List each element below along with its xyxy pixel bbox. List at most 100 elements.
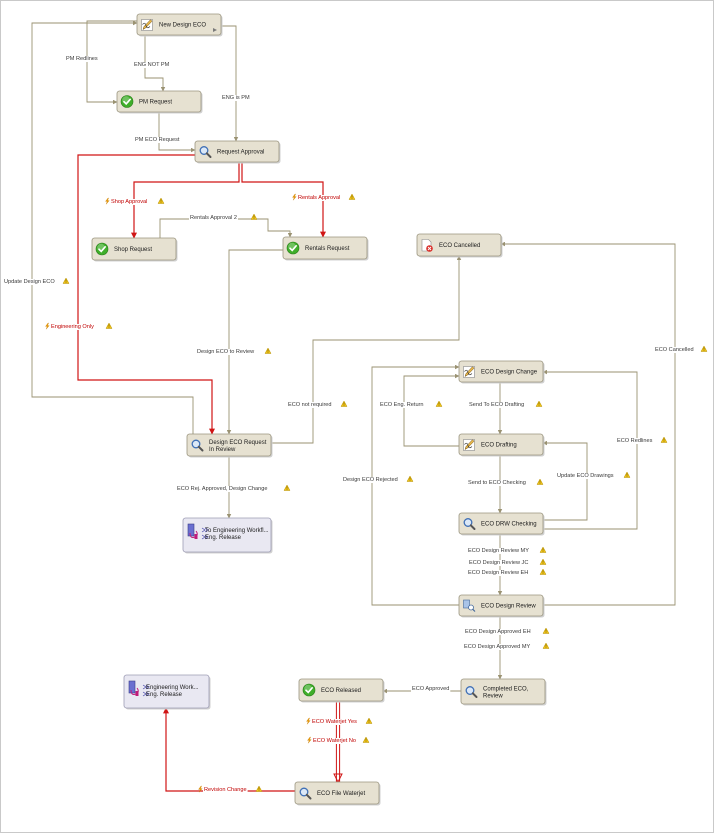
node-eco-design-change[interactable]: ECO Design Change — [458, 360, 545, 384]
edge-label-engineering-only[interactable]: Engineering Only — [45, 322, 113, 330]
edge-label-eco-not-required[interactable]: ECO not required — [287, 400, 348, 408]
magnifier-icon — [191, 439, 204, 452]
edge-label-eco-design-review-my[interactable]: ECO Design Review MY — [467, 546, 547, 554]
edge-design-eco-to-review[interactable] — [226, 249, 283, 435]
node-eco-cancelled[interactable]: ECO Cancelled — [416, 233, 503, 258]
edge-eco-redlines[interactable] — [542, 369, 638, 530]
edge-label-text: ECO Redlines — [617, 438, 653, 444]
edge-label-design-eco-to-review[interactable]: Design ECO to Review — [196, 347, 272, 355]
edge-label-shop-approval[interactable]: Shop Approval — [105, 197, 165, 205]
node-box — [282, 236, 368, 260]
node-request-approval[interactable]: Request Approval — [194, 140, 281, 164]
edge-label-bg — [311, 719, 359, 725]
edge-shop-approval[interactable] — [131, 162, 240, 239]
node-eng-workflow-ref-2[interactable]: Engineering Work...Eng. Release — [123, 674, 211, 710]
edge-revision-change[interactable] — [163, 707, 295, 792]
node-rentals-request[interactable]: Rentals Request — [282, 236, 369, 261]
node-label-line2: Review — [483, 694, 503, 700]
edge-label-design-eco-rejected[interactable]: Design ECO Rejected — [342, 475, 414, 483]
edge-label-eco-cancelled-edge[interactable]: ECO Cancelled — [654, 345, 708, 353]
edge-eco-cancelled-edge[interactable] — [459, 241, 676, 606]
pen-icon — [141, 19, 153, 31]
node-pm-request[interactable]: PM Request — [116, 90, 203, 114]
node-label: ECO Design Review — [481, 604, 536, 610]
edge-label-bg — [467, 548, 531, 554]
edge-label-eco-redlines[interactable]: ECO Redlines — [616, 436, 668, 444]
warning-icon — [348, 193, 356, 200]
edge-label-eco-eng-return[interactable]: ECO Eng. Return — [379, 400, 443, 408]
edge-label-eng-is-pm[interactable]: ENG is PM — [221, 95, 252, 101]
edge-label-text: ECO not required — [288, 402, 332, 408]
edge-eco-not-required[interactable] — [271, 255, 462, 444]
edge-label-send-to-eco-checking[interactable]: Send to ECO Checking — [467, 478, 544, 486]
edge-label-eco-rej-approved[interactable]: ECO Rej. Approved, Design Change — [176, 484, 291, 492]
edge-label-eco-waterjet-yes[interactable]: ECO Waterjet Yes — [306, 717, 373, 725]
edge-label-text: ENG NOT PM — [134, 62, 170, 68]
edge-pm-eco-request[interactable] — [158, 112, 196, 153]
edge-label-eco-design-review-jc[interactable]: ECO Design Review JC — [468, 558, 547, 566]
node-eco-design-review[interactable]: ECO Design Review — [458, 594, 545, 618]
edge-label-update-eco-drawings[interactable]: Update ECO Drawings — [556, 471, 631, 479]
node-eco-drw-checking[interactable]: ECO DRW Checking — [458, 512, 545, 536]
reference-arrow-icon — [201, 534, 209, 540]
edge-update-eco-drawings[interactable] — [542, 440, 588, 521]
edge-label-bg — [468, 402, 526, 408]
pen-icon — [463, 366, 475, 378]
edge-label-pm-eco-request[interactable]: PM ECO Request — [134, 137, 181, 143]
edge-label-update-design-eco[interactable]: Update Design ECO — [3, 277, 70, 285]
edge-label-text: ECO Design Review EH — [468, 570, 528, 576]
node-eco-released[interactable]: ECO Released — [298, 678, 385, 703]
edge-label-eng-not-pm[interactable]: ENG NOT PM — [133, 62, 171, 68]
edge-label-eco-design-approved-eh[interactable]: ECO Design Approved EH — [464, 627, 550, 635]
edges-layer — [31, 20, 676, 792]
edge-label-eco-design-approved-my[interactable]: ECO Design Approved MY — [463, 642, 550, 650]
edge-eco-eng-return[interactable] — [403, 373, 460, 447]
edge-label-text: Send to ECO Checking — [468, 480, 526, 486]
edge-design-eco-rejected[interactable] — [371, 364, 460, 606]
edge-eng-not-pm[interactable] — [144, 35, 166, 92]
edge-label-bg — [411, 686, 451, 692]
edge-rentals-approval[interactable] — [241, 162, 326, 238]
edge-label-eco-approved[interactable]: ECO Approved — [411, 686, 451, 692]
node-eco-file-waterjet[interactable]: ECO File Waterjet — [294, 781, 381, 806]
warning-icon — [250, 213, 258, 220]
node-completed-eco-review[interactable]: Completed ECO,Review — [460, 678, 547, 706]
warning-icon — [105, 322, 113, 329]
edge-label-revision-change[interactable]: Revision Change — [198, 785, 263, 793]
node-label: PM Request — [139, 100, 172, 106]
magnifier-icon — [299, 787, 312, 800]
edge-label-bg — [189, 215, 238, 221]
node-new-design-eco[interactable]: New Design ECO — [136, 13, 223, 37]
edge-update-design-eco[interactable] — [31, 20, 194, 434]
node-box — [458, 512, 544, 535]
edge-label-eco-design-review-eh[interactable]: ECO Design Review EH — [467, 568, 547, 576]
edge-eng-is-pm[interactable] — [221, 25, 239, 142]
edge-label-text: Rentals Approval 2 — [190, 215, 237, 221]
node-eng-workflow-ref-1[interactable]: To Engineering Workfl...Eng. Release — [182, 517, 273, 554]
edge-label-rentals-approval[interactable]: Rentals Approval — [292, 193, 356, 201]
edge-label-pm-redlines[interactable]: PM Redlines — [65, 56, 99, 62]
lightning-icon — [105, 197, 110, 205]
node-label: New Design ECO — [159, 23, 206, 29]
node-shop-request[interactable]: Shop Request — [91, 237, 178, 262]
edge-label-bg — [467, 570, 530, 576]
node-box — [458, 594, 544, 617]
edge-label-eco-waterjet-no[interactable]: ECO Waterjet No — [307, 736, 370, 744]
node-eco-drafting[interactable]: ECO Drafting — [458, 433, 545, 457]
warning-icon — [660, 436, 668, 443]
node-label: Shop Request — [114, 247, 152, 253]
warning-icon — [542, 627, 550, 634]
warning-icon — [700, 345, 708, 352]
edge-label-rentals-approval-2[interactable]: Rentals Approval 2 — [189, 213, 258, 221]
edge-label-bg — [464, 629, 532, 635]
edge-label-send-to-eco-drafting[interactable]: Send To ECO Drafting — [468, 400, 543, 408]
lightning-icon — [306, 717, 311, 725]
edge-label-text: Send To ECO Drafting — [469, 402, 524, 408]
edge-rentals-approval-2[interactable] — [159, 218, 293, 238]
edge-label-text: Engineering Only — [51, 324, 94, 330]
warning-icon — [340, 400, 348, 407]
edge-engineering-only[interactable] — [77, 154, 235, 435]
warning-icon — [62, 277, 70, 284]
node-label: Completed ECO, — [483, 687, 529, 693]
